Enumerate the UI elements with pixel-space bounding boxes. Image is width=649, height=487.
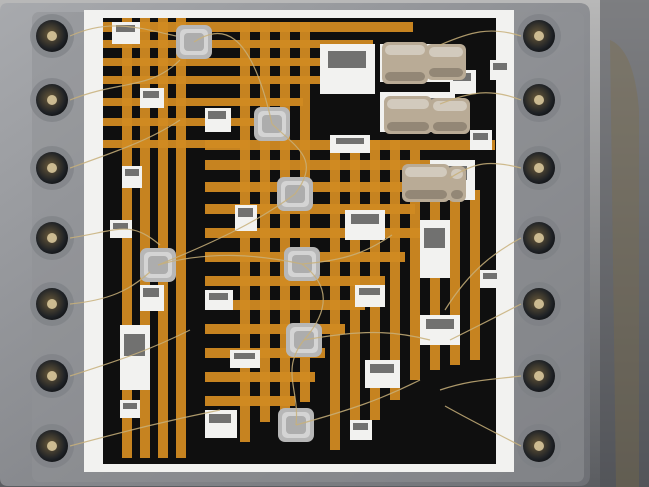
pin-icon	[517, 146, 561, 190]
capacitor-icon	[384, 96, 432, 134]
capacitor-icon	[382, 42, 428, 84]
bond-wire	[157, 193, 296, 266]
pad-detail	[473, 133, 488, 140]
trace-segment	[103, 118, 273, 126]
pad-detail	[351, 214, 379, 224]
bond-wire	[69, 271, 151, 305]
bond-wire	[291, 339, 305, 426]
bond-wire	[69, 25, 177, 37]
pin-icon	[517, 216, 561, 260]
pad-detail	[238, 208, 253, 217]
trace-segment	[103, 140, 248, 148]
trace-segment	[240, 22, 250, 442]
trace-segment	[260, 22, 270, 422]
trace-segment	[140, 18, 150, 458]
left-pin-row	[30, 14, 74, 468]
trace-segment	[280, 22, 290, 412]
trace-segment	[103, 40, 373, 48]
pad-detail	[234, 353, 255, 359]
pad-detail	[116, 25, 135, 32]
pad-detail	[209, 293, 228, 300]
bond-wire	[301, 234, 393, 265]
substrate	[69, 10, 522, 472]
bond-wire	[449, 162, 522, 179]
trace-segment	[103, 22, 413, 32]
pin-icon	[30, 354, 74, 398]
trace-segment	[390, 140, 400, 400]
capacitor-icon	[426, 44, 466, 80]
trace-segment	[370, 140, 380, 420]
pad-detail	[124, 334, 145, 356]
capacitor-icon	[430, 98, 470, 134]
pad-detail	[328, 51, 366, 68]
pad-detail	[208, 111, 226, 119]
pin-icon	[30, 282, 74, 326]
capacitor-icon	[448, 166, 466, 202]
pad-detail	[123, 403, 137, 409]
pin-icon	[30, 216, 74, 260]
pad-detail	[143, 91, 159, 98]
trace-segment	[300, 22, 310, 402]
trace-segment	[103, 76, 338, 84]
pad-detail	[125, 169, 139, 176]
trace-segment	[330, 140, 340, 450]
dies	[140, 25, 322, 442]
pin-icon	[30, 424, 74, 468]
pin-icon	[517, 354, 561, 398]
trace-segment	[205, 228, 435, 238]
bond-wire	[271, 123, 307, 195]
trace-segment	[205, 324, 345, 334]
capacitors	[382, 42, 470, 202]
pad-detail	[426, 319, 454, 329]
bond-wires	[69, 25, 522, 447]
bond-wire	[295, 379, 421, 426]
pad-detail	[143, 288, 159, 297]
right-pin-row	[517, 14, 561, 468]
pin-icon	[30, 14, 74, 58]
bond-wire	[444, 237, 522, 311]
bond-wire	[69, 228, 161, 246]
trace-segment	[410, 150, 420, 380]
bond-wire	[439, 92, 522, 105]
trace-segment	[205, 182, 435, 192]
bond-wire	[69, 59, 181, 101]
bond-wire	[69, 329, 191, 377]
pin-icon	[30, 78, 74, 122]
pin-icon	[517, 424, 561, 468]
bond-wire	[439, 375, 522, 391]
bond-wire	[301, 263, 324, 341]
bond-wire	[69, 119, 181, 169]
pin-icon	[30, 146, 74, 190]
bond-wire	[193, 32, 273, 125]
pin-icon	[517, 14, 561, 58]
pad-detail	[336, 138, 364, 144]
trace-segment	[158, 18, 168, 458]
bond-wire	[69, 409, 221, 447]
pad-detail	[209, 414, 231, 423]
bond-wire	[439, 30, 522, 46]
pad-detail	[359, 288, 380, 295]
trace-segment	[103, 58, 358, 66]
bond-wire	[303, 331, 431, 341]
pad-detail	[370, 364, 394, 373]
trace-segment	[470, 190, 480, 360]
trace-segment	[103, 98, 303, 106]
pad-detail	[424, 228, 445, 248]
pad-detail	[483, 273, 497, 279]
pin-icon	[517, 282, 561, 326]
trace-segment	[450, 175, 460, 365]
pad-detail	[113, 223, 128, 229]
bond-wire	[157, 254, 303, 266]
bond-wire	[444, 405, 522, 447]
pad-detail	[493, 63, 507, 70]
trace-segment	[176, 18, 186, 458]
pin-icon	[517, 78, 561, 122]
bond-wire	[449, 303, 522, 341]
right-background-shadow	[600, 0, 649, 487]
pad-detail	[353, 423, 368, 430]
capacitor-icon	[402, 164, 450, 202]
